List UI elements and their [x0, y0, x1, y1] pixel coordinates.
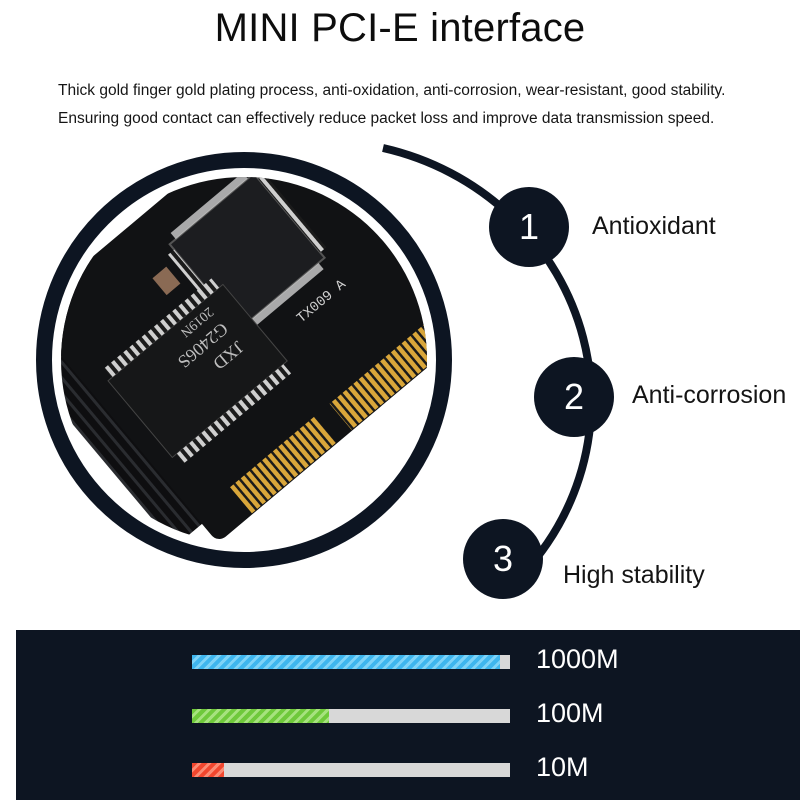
feature-label-high-stability: High stability: [563, 561, 705, 589]
product-graphic: JXD G2406S 2019N TX009 A: [36, 144, 596, 600]
speed-row-1000m: 1000M: [16, 642, 800, 682]
speed-bar-track: [192, 763, 510, 777]
speed-bar-fill: [192, 655, 501, 669]
speed-label: 1000M: [536, 644, 619, 674]
speed-bar-track: [192, 655, 510, 669]
description-line-1: Thick gold finger gold plating process, …: [58, 82, 726, 99]
speed-bar-track: [192, 709, 510, 723]
feature-number-2: 2: [534, 357, 614, 437]
gold-fingers-right: [329, 307, 427, 430]
speed-bar-fill: [192, 763, 224, 777]
speed-label: 10M: [536, 752, 589, 782]
feature-label-anti-corrosion: Anti-corrosion: [632, 381, 787, 409]
feature-arc: [382, 144, 596, 600]
feature-label-antioxidant: Antioxidant: [592, 212, 716, 240]
gold-fingers-left: [230, 416, 337, 514]
speed-label: 100M: [536, 698, 604, 728]
speed-row-100m: 100M: [16, 696, 800, 736]
description-line-2: Ensuring good contact can effectively re…: [58, 110, 715, 127]
feature-number-1: 1: [489, 187, 569, 267]
speed-panel: 1000M 100M 10M: [16, 630, 800, 800]
speed-bar-fill: [192, 709, 329, 723]
speed-row-10m: 10M: [16, 750, 800, 790]
page-title: MINI PCI-E interface: [214, 6, 586, 50]
feature-number-3: 3: [463, 519, 543, 599]
